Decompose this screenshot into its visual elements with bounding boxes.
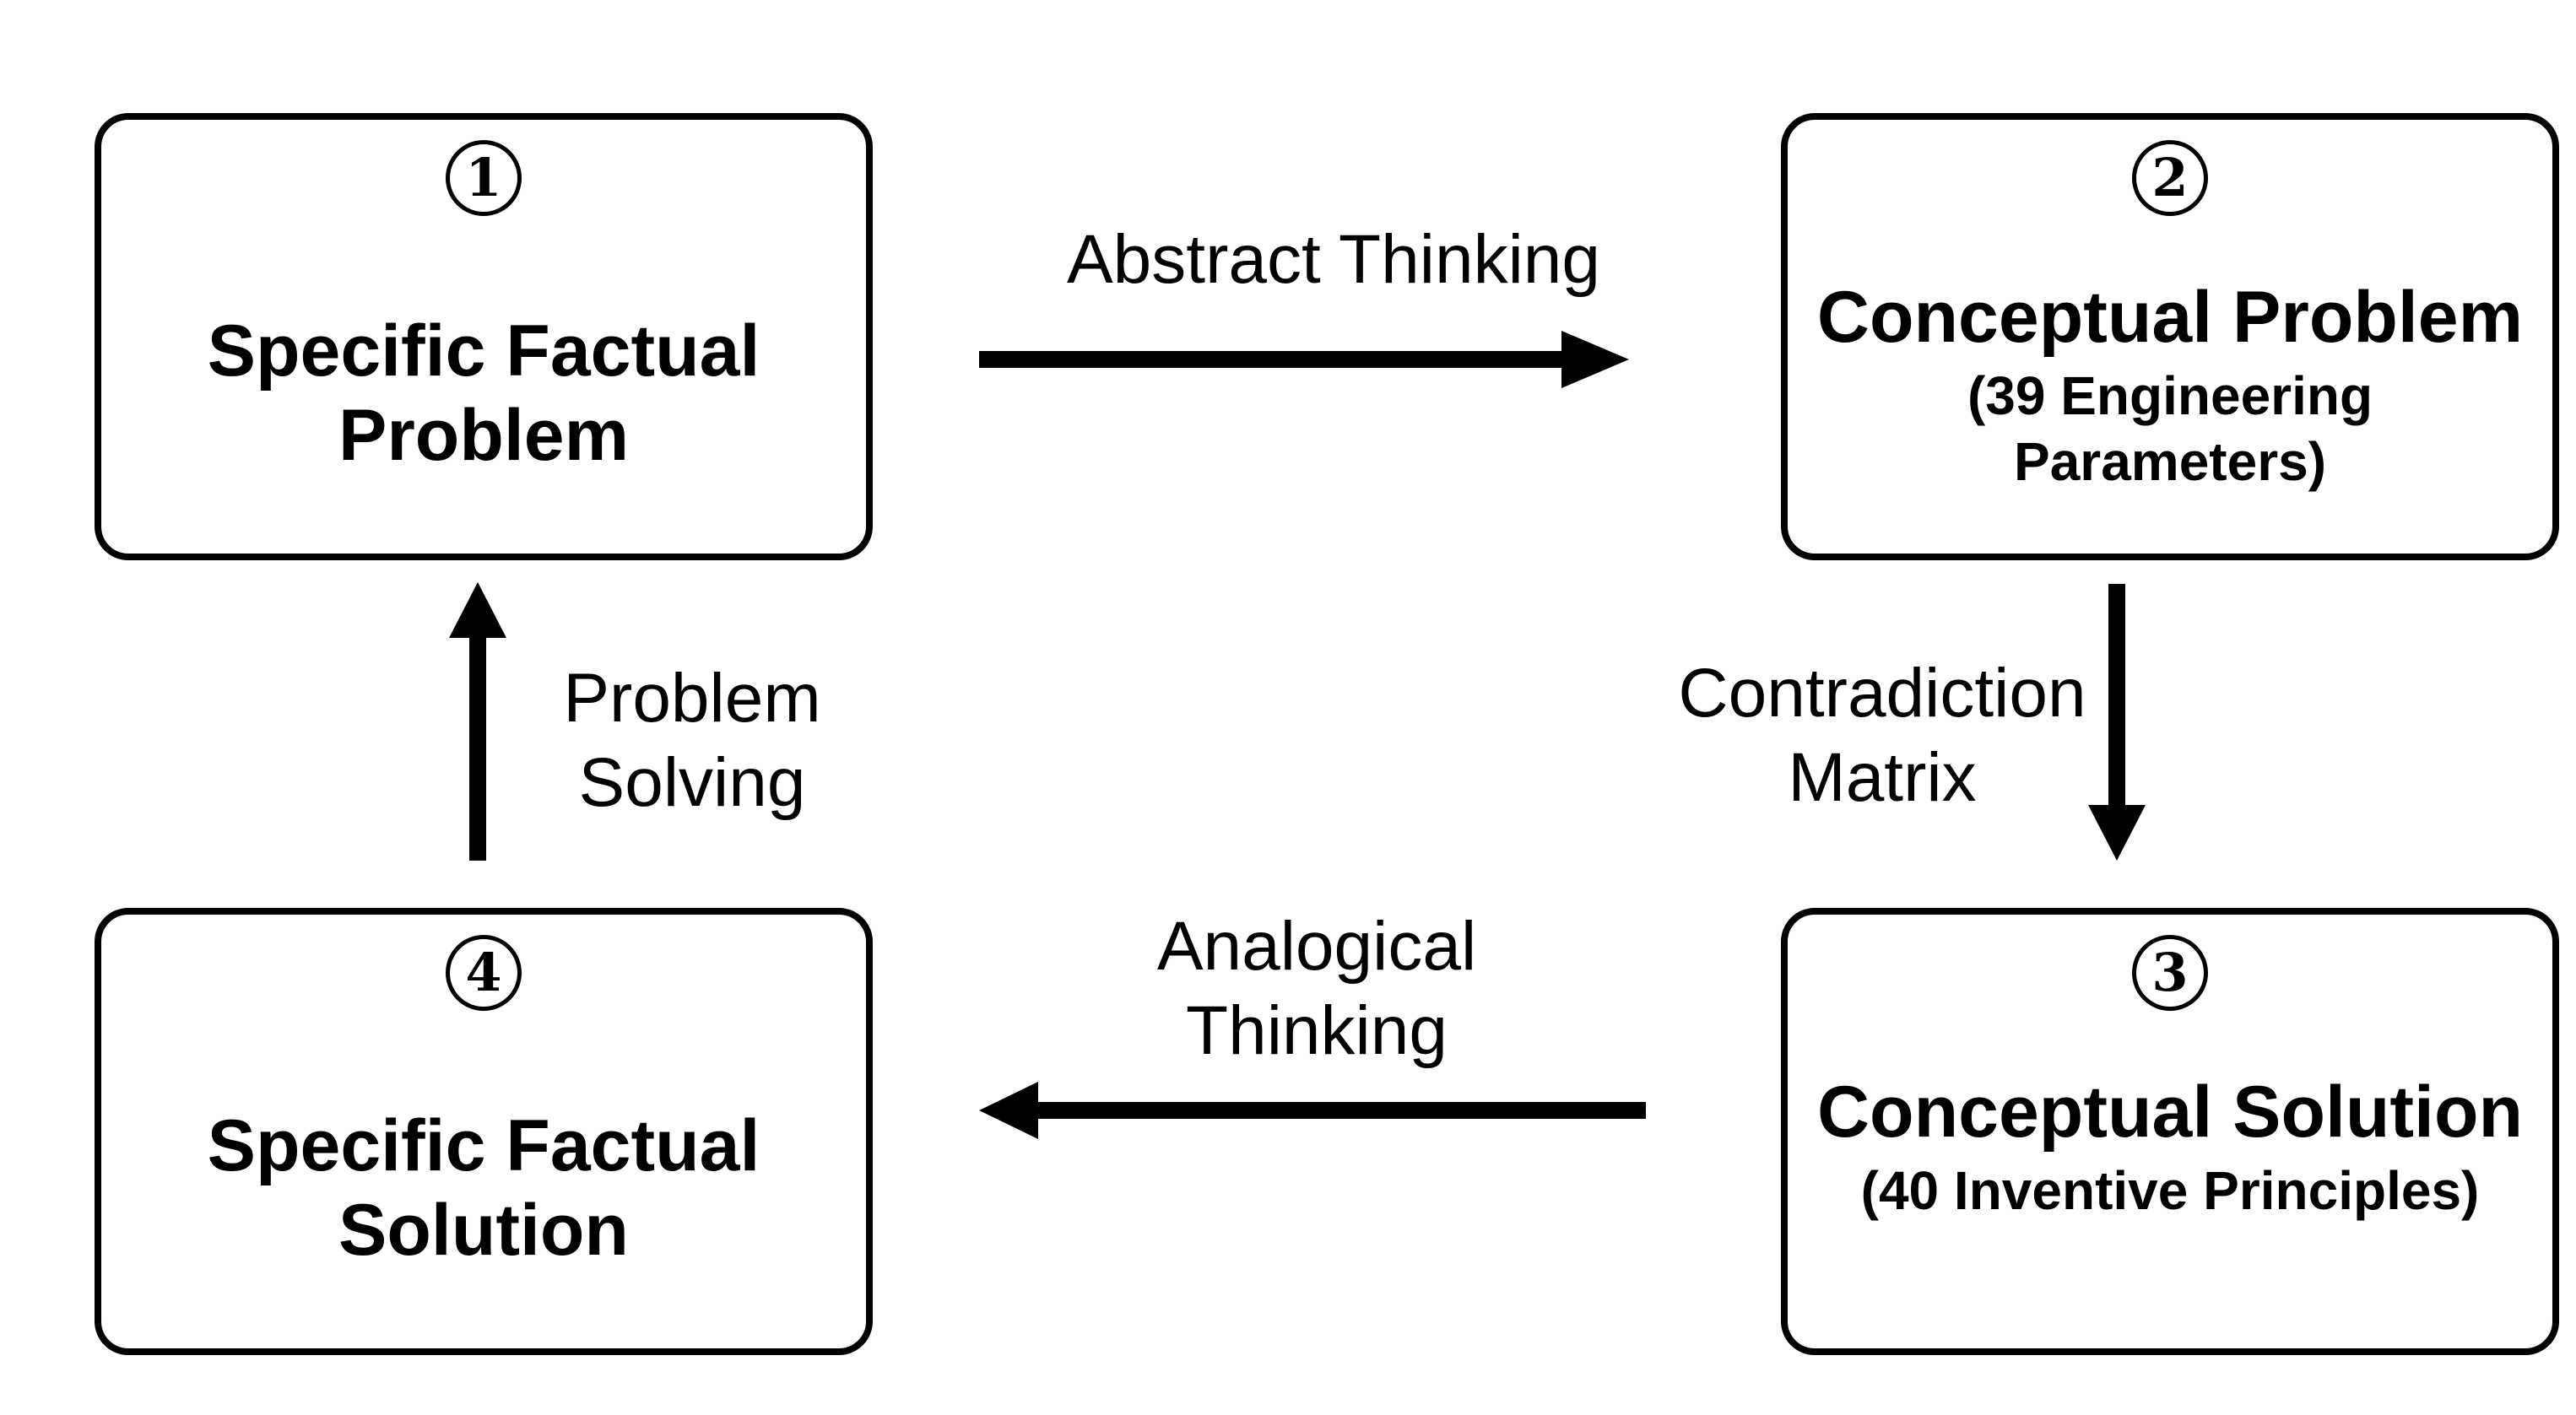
- box-conceptual-problem: 2 Conceptual Problem (39 Engineering Par…: [1781, 113, 2559, 560]
- edge-label-problem-solving: Problem Solving: [540, 656, 844, 825]
- box-specific-factual-problem: 1 Specific Factual Problem: [95, 113, 873, 560]
- edge-label-line: Thinking: [1186, 992, 1448, 1069]
- step-number-badge: 4: [446, 935, 522, 1011]
- step-number-badge: 1: [446, 140, 522, 216]
- box-title-line: Specific Factual: [207, 1105, 760, 1186]
- arrow-up-icon: [449, 582, 506, 861]
- box-title: Conceptual Problem: [1788, 275, 2552, 359]
- edge-label-analogical-thinking: Analogical Thinking: [1063, 905, 1570, 1073]
- box-title-line: Specific Factual: [207, 311, 760, 392]
- edge-label-line: Contradiction: [1678, 655, 2086, 732]
- arrow-left-icon: [979, 1082, 1646, 1139]
- box-subtitle: (39 Engineering Parameters): [1788, 363, 2552, 494]
- edge-label-line: Abstract Thinking: [1066, 221, 1601, 298]
- step-number-badge: 2: [2132, 140, 2208, 216]
- box-title-line: Conceptual Problem: [1816, 277, 2524, 358]
- arrow-down-icon: [2088, 584, 2146, 861]
- box-specific-factual-solution: 4 Specific Factual Solution: [95, 908, 873, 1355]
- step-number-badge: 3: [2132, 935, 2208, 1011]
- edge-label-line: Matrix: [1788, 739, 1977, 816]
- box-title: Conceptual Solution: [1788, 1070, 2552, 1154]
- box-title: Specific Factual Problem: [101, 309, 866, 478]
- box-subtitle-line: (40 Inventive Principles): [1860, 1160, 2480, 1221]
- arrow-right-icon: [979, 331, 1629, 388]
- edge-label-line: Solving: [578, 744, 806, 821]
- box-conceptual-solution: 3 Conceptual Solution (40 Inventive Prin…: [1781, 908, 2559, 1355]
- box-title-line: Problem: [338, 395, 630, 476]
- box-subtitle: (40 Inventive Principles): [1788, 1158, 2552, 1223]
- box-title-line: Conceptual Solution: [1816, 1072, 2524, 1153]
- edge-label-abstract-thinking: Abstract Thinking: [971, 218, 1697, 302]
- edge-label-contradiction-matrix: Contradiction Matrix: [1621, 651, 2144, 820]
- box-title-line: Solution: [338, 1190, 629, 1271]
- edge-label-line: Analogical: [1156, 908, 1477, 985]
- edge-label-line: Problem: [563, 660, 821, 737]
- box-subtitle-line: (39 Engineering: [1967, 365, 2373, 426]
- box-title: Specific Factual Solution: [101, 1104, 866, 1272]
- box-subtitle-line: Parameters): [2014, 431, 2326, 492]
